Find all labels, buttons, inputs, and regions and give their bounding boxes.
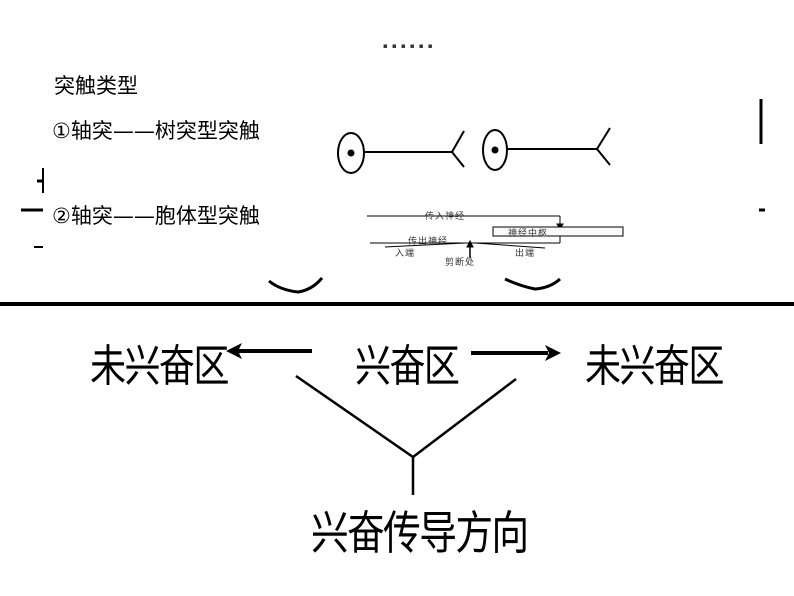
edge-fragment-right	[759, 99, 765, 212]
arrow-left-icon	[226, 343, 312, 359]
faint-dots: ▪ ▪ ▪ ▪ ▪ ▪	[383, 42, 434, 50]
edge-fragment-left	[21, 168, 44, 248]
synapse-type-axodendritic: ①轴突——树突型突触	[52, 119, 260, 143]
synapse-type-axosomatic: ②轴突——胞体型突触	[52, 204, 260, 228]
neuron-icon	[482, 127, 611, 171]
membrane-curve	[268, 277, 562, 294]
synapse-types-heading: 突触类型	[54, 74, 138, 98]
nerve-center-label: 神经中枢	[508, 229, 549, 239]
out-end-label: 出端	[515, 249, 536, 259]
unexcited-zone-right-label: 未兴奋区	[585, 341, 724, 392]
in-end-label: 入端	[395, 249, 416, 259]
convergence-lines	[295, 374, 517, 495]
reflex-arc-fragment	[367, 215, 624, 258]
afferent-nerve-label: 传入神经	[425, 212, 466, 222]
neuron-icon	[337, 130, 465, 174]
efferent-nerve-label: 传出神经	[408, 237, 449, 247]
arrow-right-icon	[471, 345, 561, 361]
conduction-direction-label: 兴奋传导方向	[311, 506, 529, 560]
cut-point-label: 剪断处	[445, 258, 476, 268]
excited-zone-label: 兴奋区	[355, 341, 460, 392]
unexcited-zone-left-label: 未兴奋区	[90, 341, 229, 392]
